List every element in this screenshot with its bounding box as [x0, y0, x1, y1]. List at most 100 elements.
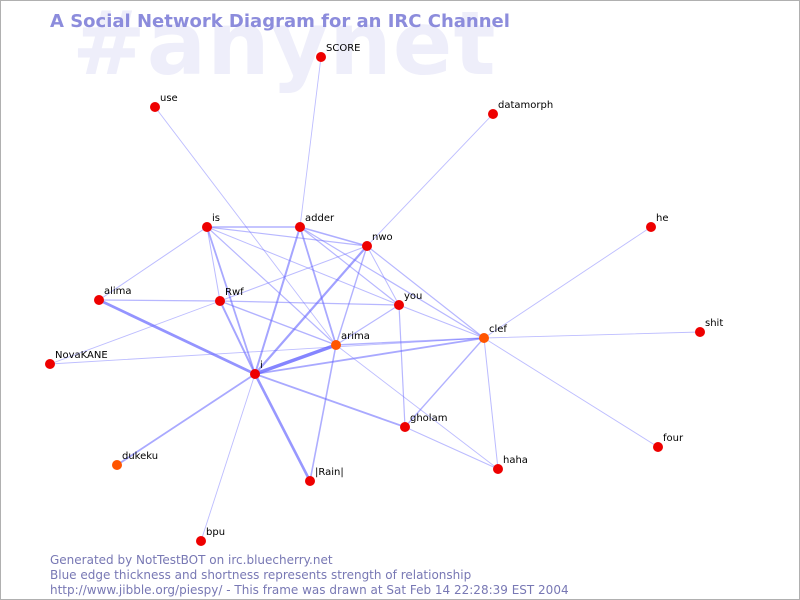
node-arima: arima [331, 331, 370, 350]
node-dot [331, 340, 341, 350]
edge-i-nwo [253, 244, 369, 376]
edge-arima-clef [335, 337, 485, 346]
node-label: use [160, 93, 178, 104]
node-label: NovaKANE [55, 350, 108, 361]
edge-nwo-you [366, 245, 400, 306]
node-use: use [150, 93, 178, 112]
edge-adder-nwo [299, 226, 368, 247]
node-label: clef [489, 324, 507, 335]
node-label: nwo [372, 232, 393, 243]
node-dot [45, 359, 55, 369]
edge-i-bpu [200, 373, 256, 542]
edge-is-you [206, 226, 400, 306]
node-label: |Rain| [315, 467, 344, 478]
edge-is-arima [206, 226, 337, 346]
footer-url-timestamp: http://www.jibble.org/piespy/ - This fra… [50, 583, 569, 597]
edge-i-clef [254, 337, 485, 375]
node-label: shit [705, 318, 723, 329]
node-label: alima [104, 286, 132, 297]
edge-is-alima [98, 226, 208, 301]
edge-i-is [206, 226, 256, 375]
edge-nwo-clef [366, 245, 485, 339]
edge-you-clef [398, 304, 485, 339]
edge-nwo-datamorph [366, 113, 494, 247]
node-layer: SCORE use datamorph is adder nwo he alima Rwf you… [45, 43, 723, 546]
edge-i-dukeku [116, 373, 256, 466]
node-dot [695, 327, 705, 337]
edge-arima-haha [335, 344, 499, 470]
node-dukeku: dukeku [112, 451, 158, 470]
footer-generated-by: Generated by NotTestBOT on irc.bluecherr… [50, 553, 333, 567]
node-dot [362, 241, 372, 251]
edge-Rwf-you [219, 300, 400, 306]
node-dot [493, 464, 503, 474]
edge-alima-i [97, 298, 257, 376]
node-dot [94, 295, 104, 305]
edge-you-gholam [398, 304, 406, 428]
diagram-title: A Social Network Diagram for an IRC Chan… [50, 11, 510, 32]
node-dot [400, 422, 410, 432]
edge-i-arima [253, 343, 338, 376]
node-dot [215, 296, 225, 306]
node-dot [250, 369, 260, 379]
node-label: haha [503, 455, 528, 466]
node-Rain: |Rain| [305, 467, 344, 486]
footer: Generated by NotTestBOT on irc.bluecherr… [50, 553, 569, 598]
edge-arima-you [335, 304, 400, 346]
node-label: adder [305, 213, 335, 224]
edge-clef-haha [483, 337, 499, 470]
node-four: four [653, 433, 684, 452]
node-nwo: nwo [362, 232, 393, 251]
edge-clef-shit [483, 331, 701, 339]
edge-adder-SCORE [299, 56, 322, 228]
node-label: Rwf [225, 287, 244, 298]
edge-nwo-Rwf [219, 245, 368, 302]
node-dot [305, 476, 315, 486]
edge-clef-gholam [404, 337, 485, 428]
edge-alima-Rwf [98, 299, 221, 302]
node-dot [316, 52, 326, 62]
node-dot [295, 222, 305, 232]
node-haha: haha [493, 455, 528, 474]
edge-gholam-haha [404, 426, 499, 470]
node-dot [112, 460, 122, 470]
node-datamorph: datamorph [488, 100, 553, 119]
edge-adder-arima [299, 226, 337, 346]
node-dot [202, 222, 212, 232]
edge-i-Rwf [219, 300, 256, 375]
node-label: SCORE [326, 43, 360, 54]
edge-i-Rain [253, 372, 312, 483]
edge-Rwf-arima [219, 300, 337, 346]
node-label: bpu [206, 527, 225, 538]
edge-clef-four [483, 337, 659, 448]
footer-legend: Blue edge thickness and shortness repres… [50, 568, 472, 582]
node-label: gholam [410, 413, 447, 424]
node-he: he [646, 213, 669, 232]
node-label: you [404, 291, 422, 302]
edge-i-gholam [254, 373, 406, 428]
node-label: i [260, 360, 263, 371]
node-label: four [663, 433, 684, 444]
node-label: is [212, 213, 220, 224]
edge-NovaKANE-clef [49, 337, 485, 365]
edge-layer [49, 56, 701, 542]
node-gholam: gholam [400, 413, 447, 432]
edge-NovaKANE-Rwf [49, 300, 221, 365]
node-dot [479, 333, 489, 343]
edge-is-Rwf [206, 226, 221, 302]
channel-watermark: #anynet [72, 0, 497, 95]
node-dot [196, 536, 206, 546]
node-dot [150, 102, 160, 112]
edge-adder-clef [299, 226, 485, 339]
node-alima: alima [94, 286, 132, 305]
node-dot [488, 109, 498, 119]
edge-use-arima [154, 106, 337, 346]
edge-i-adder [254, 226, 301, 375]
node-label: arima [341, 331, 370, 342]
node-is: is [202, 213, 220, 232]
node-dot [646, 222, 656, 232]
node-label: dukeku [122, 451, 158, 462]
node-SCORE: SCORE [316, 43, 360, 62]
